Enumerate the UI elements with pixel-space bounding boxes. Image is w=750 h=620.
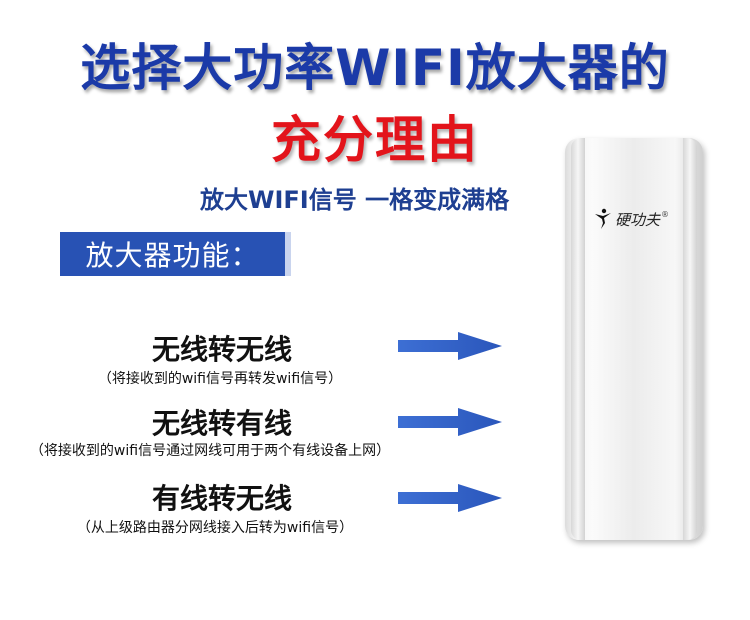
headline-line-1: 选择大功率WIFI放大器的 [80,39,670,97]
arrow-right-icon [398,408,502,436]
section-label: 放大器功能： [60,232,291,276]
arrow-right-icon [398,332,502,360]
feature-title-2: 无线转有线 [151,407,292,440]
device-rail-left [571,138,585,540]
feature-title-1: 无线转无线 [151,333,292,366]
device-rail-right [683,138,697,540]
registered-mark: ® [661,209,670,219]
feature-title-3: 有线转无线 [151,482,292,515]
wifi-extender-device: 硬功夫 ® [565,138,703,540]
kung-fu-figure-icon [595,208,611,229]
headline-line-2: 充分理由 [271,111,479,169]
section-label-text: 放大器功能： [85,239,260,272]
brand-logo: 硬功夫 ® [593,208,669,230]
feature-desc-3: （从上级路由器分网线接入后转为wifi信号） [76,520,354,536]
feature-desc-2: （将接收到的wifi信号通过网线可用于两个有线设备上网） [29,443,391,459]
subtitle: 放大WIFI信号 一格变成满格 [200,186,510,214]
brand-name: 硬功夫 [615,210,661,229]
arrow-right-icon [398,484,502,512]
feature-desc-1: （将接收到的wifi信号再转发wifi信号） [97,371,343,387]
